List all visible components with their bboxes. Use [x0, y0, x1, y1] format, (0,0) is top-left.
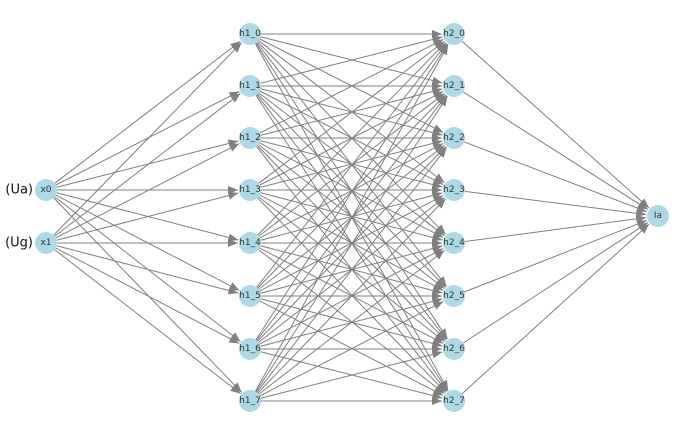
node-circle — [443, 179, 465, 201]
edge-h2_4-to-Ia — [464, 214, 647, 243]
node-circle — [647, 205, 669, 227]
node-circle — [239, 127, 261, 149]
edge-x1-to-h1_7 — [54, 249, 241, 395]
edge-h1_7-to-h2_5 — [259, 301, 444, 397]
node-h2_2: h2_2 — [443, 127, 465, 149]
node-circle — [443, 338, 465, 360]
edge-h1_3-to-h2_2 — [260, 139, 443, 188]
node-label: h1_7 — [239, 396, 261, 406]
edge-x1-to-h1_2 — [55, 143, 240, 239]
edge-h2_7-to-Ia — [461, 223, 650, 394]
edge-x1-to-h1_6 — [55, 247, 240, 344]
node-h2_7: h2_7 — [443, 390, 465, 412]
node-label: h1_6 — [239, 344, 261, 354]
node-h1_1: h1_1 — [239, 75, 261, 97]
node-circle — [239, 179, 261, 201]
node-h1_4: h1_4 — [239, 232, 261, 254]
edge-h1_3-to-h2_1 — [259, 91, 444, 186]
edge-x0-to-h1_0 — [54, 40, 241, 184]
node-circle — [443, 285, 465, 307]
node-h2_4: h2_4 — [443, 232, 465, 254]
input-side-label: (Ua) — [5, 183, 33, 198]
input-side-label: (Ug) — [5, 236, 33, 251]
edge-x1-to-h1_0 — [53, 42, 242, 236]
edge-h1_7-to-h2_3 — [257, 198, 447, 394]
node-label: x1 — [40, 238, 51, 248]
node-h1_5: h1_5 — [239, 285, 261, 307]
node-circle — [443, 127, 465, 149]
edge-h2_0-to-Ia — [461, 40, 650, 209]
node-h1_7: h1_7 — [239, 390, 261, 412]
edge-h2_3-to-Ia — [464, 190, 647, 218]
edge-h1_7-to-h2_2 — [256, 147, 448, 393]
node-h1_2: h1_2 — [239, 127, 261, 149]
node-h1_0: h1_0 — [239, 23, 261, 45]
edge-h1_6-to-h2_0 — [255, 43, 448, 341]
edge-h2_6-to-Ia — [462, 222, 649, 344]
node-circle — [239, 23, 261, 45]
edge-h1_7-to-h2_6 — [260, 350, 443, 399]
node-circle — [239, 338, 261, 360]
node-h2_3: h2_3 — [443, 179, 465, 201]
node-circle — [239, 390, 261, 412]
node-circle — [443, 23, 465, 45]
node-h1_3: h1_3 — [239, 179, 261, 201]
node-label: h1_4 — [239, 238, 261, 248]
edge-h1_4-to-h2_0 — [257, 42, 446, 236]
edge-h1_7-to-h2_1 — [255, 95, 448, 393]
node-label: h2_2 — [443, 133, 465, 143]
node-h2_0: h2_0 — [443, 23, 465, 45]
nodes-group: x0 (Ua) x1 (Ug) h1_0 h1_1 h1_2 h1_3 h1_4 h1_5 h1_6… — [5, 23, 669, 412]
node-label: h2_4 — [443, 238, 465, 248]
node-label: h2_5 — [443, 291, 465, 301]
edge-h1_7-to-h2_4 — [258, 249, 445, 395]
node-label: h2_1 — [443, 81, 465, 91]
node-Ia: Ia — [647, 205, 669, 227]
node-circle — [443, 232, 465, 254]
node-label: h1_5 — [239, 291, 261, 301]
node-label: h1_0 — [239, 29, 261, 39]
edge-h1_1-to-h2_0 — [260, 35, 443, 84]
node-h1_6: h1_6 — [239, 338, 261, 360]
edge-x0-to-h1_1 — [55, 91, 240, 186]
node-label: h2_3 — [443, 185, 465, 195]
edge-x1-to-h1_3 — [56, 191, 239, 241]
node-circle — [239, 232, 261, 254]
edge-h1_5-to-h2_0 — [256, 43, 448, 288]
node-h2_1: h2_1 — [443, 75, 465, 97]
node-circle — [35, 232, 57, 254]
node-label: Ia — [654, 211, 662, 221]
edge-x0-to-h1_7 — [53, 197, 243, 393]
edge-h1_7-to-h2_0 — [254, 44, 449, 392]
node-label: x0 — [40, 185, 51, 195]
node-circle — [35, 179, 57, 201]
node-label: h2_7 — [443, 396, 465, 406]
edge-h1_5-to-h2_3 — [259, 195, 444, 292]
node-circle — [239, 285, 261, 307]
node-circle — [443, 390, 465, 412]
node-h2_6: h2_6 — [443, 338, 465, 360]
edges-group — [53, 30, 650, 405]
edge-h2_2-to-Ia — [464, 141, 647, 213]
edge-x1-to-h1_5 — [56, 245, 239, 295]
node-circle — [239, 75, 261, 97]
node-label: h2_0 — [443, 29, 465, 39]
node-h2_5: h2_5 — [443, 285, 465, 307]
node-label: h1_2 — [239, 133, 261, 143]
edge-h1_4-to-h2_3 — [260, 191, 443, 241]
node-label: h2_6 — [443, 344, 465, 354]
edge-h2_5-to-Ia — [464, 219, 648, 293]
edge-h1_2-to-h2_0 — [259, 39, 444, 134]
node-circle — [443, 75, 465, 97]
node-label: h1_1 — [239, 81, 261, 91]
edge-x1-to-h1_1 — [54, 92, 241, 237]
edge-h1_3-to-h2_0 — [258, 40, 445, 184]
edge-h2_1-to-Ia — [463, 91, 649, 210]
node-label: h1_3 — [239, 185, 261, 195]
edge-x0-to-h1_2 — [56, 139, 239, 188]
edge-h1_4-to-h2_2 — [259, 143, 444, 239]
node-x1: x1 (Ug) — [5, 232, 57, 254]
node-x0: x0 (Ua) — [5, 179, 57, 201]
